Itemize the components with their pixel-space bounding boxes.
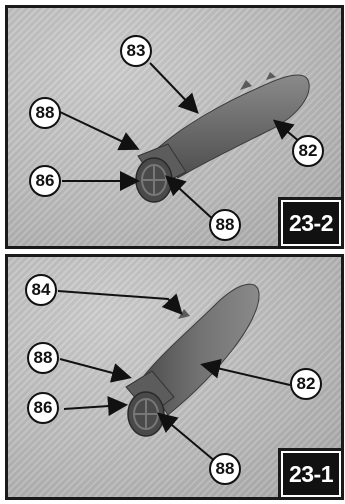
callout-top-lug: 84 [25,274,57,306]
callout-tail-ring: 86 [27,392,59,424]
callout-tail-fin-left: 88 [29,97,61,129]
step-label: 23-2 [283,202,339,244]
bomb-body [158,72,309,178]
step-label: 23-1 [283,453,339,495]
callout-body: 82 [292,135,324,167]
step-panel-23-2: 83 88 86 88 82 23-2 [5,5,344,249]
step-panel-23-1: 84 88 86 82 88 23-1 [5,254,344,500]
callout-tail-fin-right: 88 [209,453,241,485]
callout-nose-cone: 83 [120,35,152,67]
callout-tail-fin-left: 88 [27,342,59,374]
step-label-box: 23-2 [278,197,344,249]
step-label-box: 23-1 [278,448,344,500]
callout-tail-ring: 86 [29,165,61,197]
callout-body: 82 [290,368,322,400]
callout-tail-fin-right: 88 [209,209,241,241]
